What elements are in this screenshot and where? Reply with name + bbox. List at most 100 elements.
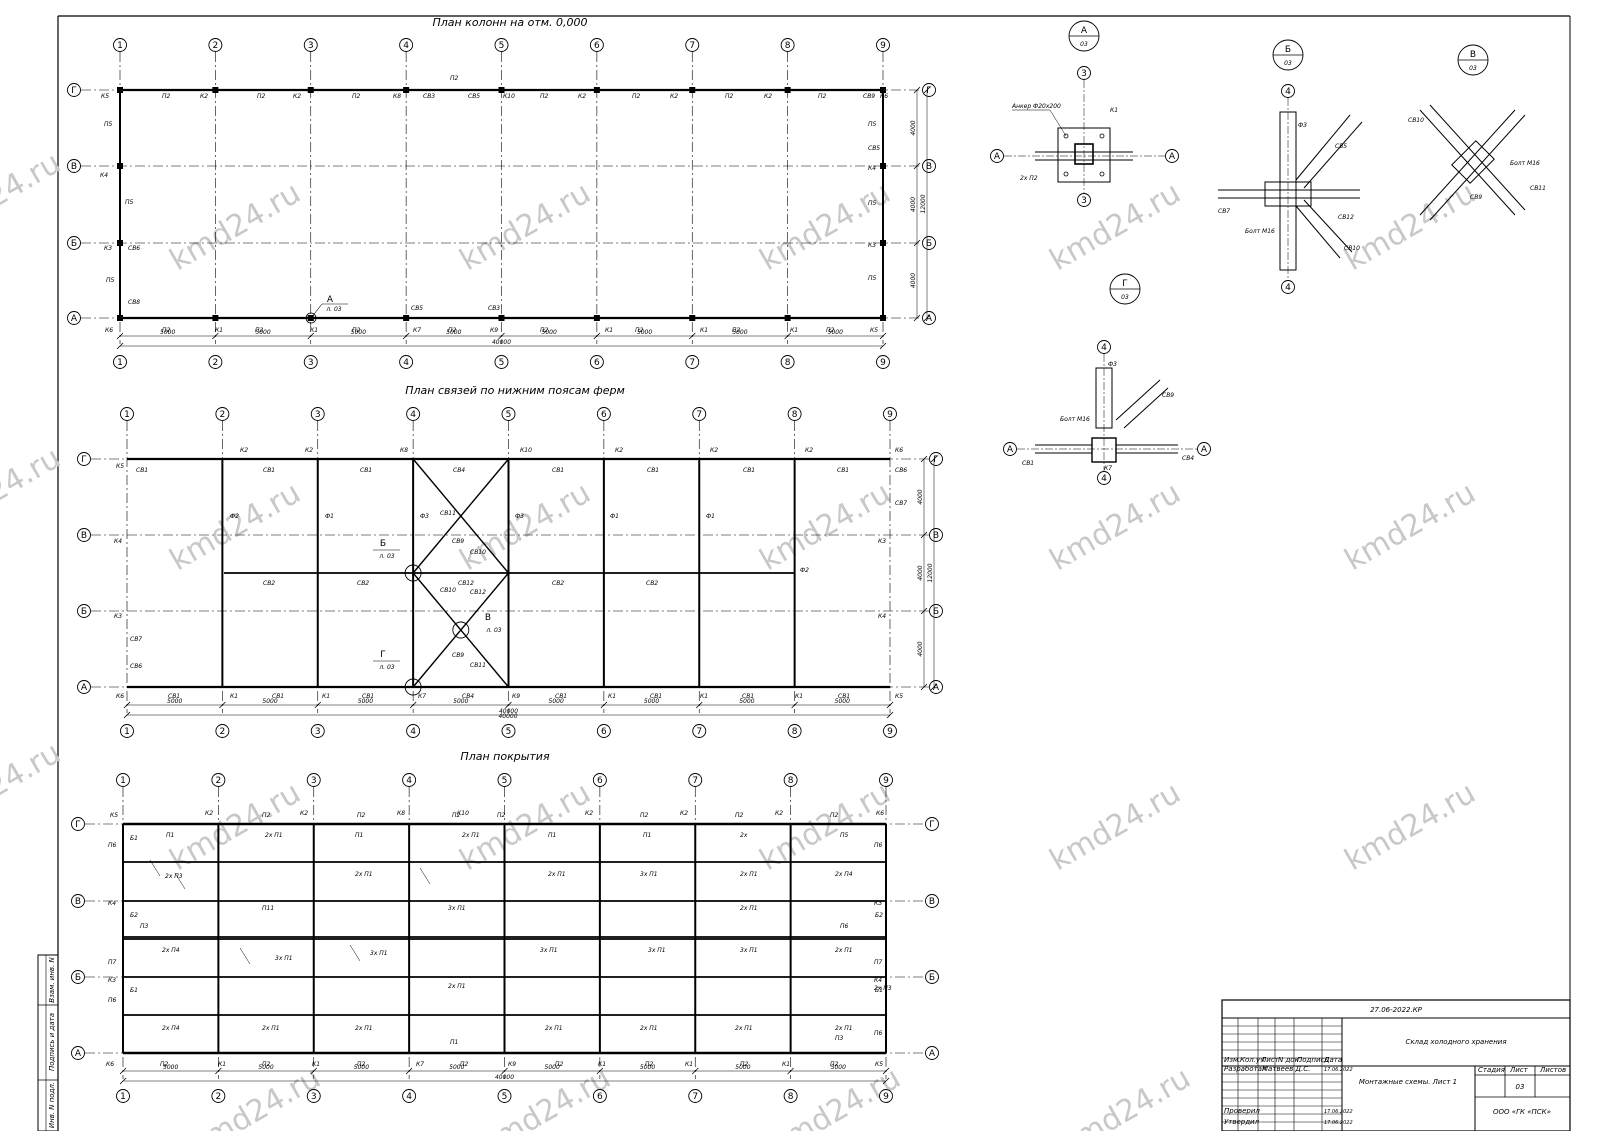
p3-top-label-8: П2 [497, 812, 506, 819]
p2-top-bubble-6-text: 6 [601, 410, 607, 420]
p2-left-bubble-Г-text: Г [81, 455, 87, 465]
p1-left-label-6: СВ8 [128, 299, 140, 306]
p2-callout-circle-0 [404, 564, 422, 582]
p3-row-g-3: 2х П1 [545, 1025, 563, 1032]
p2-f-label-3: СВ11 [440, 510, 456, 517]
p3-row-a-8: П5 [840, 832, 849, 839]
p1-col-top-0 [117, 87, 123, 93]
p3-bottom-bubble-7-text: 7 [692, 1092, 698, 1102]
p1-top-label-4: К2 [293, 93, 301, 100]
p1-dim-tick-4 [498, 332, 505, 340]
p3-top-label-12: П2 [735, 812, 744, 819]
p3-right-bubble-А-circle [925, 1046, 939, 1060]
p3-top-label-13: К2 [775, 810, 783, 817]
p1-right-label-0: П5 [868, 121, 877, 128]
watermark-12: kmd24.ru [1339, 475, 1482, 578]
p1-top-bubble-6-circle [589, 38, 604, 52]
p1-callout-circle-a [305, 312, 317, 324]
p2-top-bubble-9-text: 9 [887, 410, 893, 420]
tb-approved-date: 17.06.2022 [1324, 1120, 1353, 1126]
p1-dim-total-tick-r [879, 342, 887, 350]
p3-row-a-2: 2х П1 [265, 832, 283, 839]
p2-bottom-bubble-7-text: 7 [696, 727, 702, 737]
p2-f-label-2: Ф3 [420, 513, 429, 520]
bracing-plan-title: План связей по нижним поясам ферм [405, 384, 625, 397]
p2-bottom-bubble-5-text: 5 [506, 727, 512, 737]
p1-dim-total: 40000 [492, 339, 511, 346]
p3-row-e-6: 2х П1 [835, 947, 853, 954]
p3-row-d-2: П6 [840, 923, 849, 930]
p2-top-bubble-7-text: 7 [696, 410, 702, 420]
detail-v-head-sheet: 03 [1469, 65, 1477, 72]
p1-vdim-total: 12000 [920, 194, 927, 213]
p3-bottom-bubble-6-circle [592, 1089, 607, 1103]
detail-b-top-axis-circle [1281, 84, 1295, 98]
p3-bottom-label-17: К5 [875, 1061, 883, 1068]
p2-dim-bay-5: 5000 [549, 698, 564, 705]
p1-right-bubble-Б-text: Б [926, 239, 932, 249]
p1-bottom-label-8: П2 [448, 327, 457, 334]
p2-dim-bay-7: 5000 [739, 698, 754, 705]
p2-top-sv-7: СВ1 [837, 467, 849, 474]
p2-top-bubble-8-text: 8 [792, 410, 798, 420]
p1-bottom-label-12: К1 [605, 327, 613, 334]
detail-g-left-axis-circle [1003, 442, 1017, 456]
p1-col-top-1 [212, 87, 219, 93]
p1-bottom-bubble-7-text: 7 [689, 358, 695, 368]
p3-bottom-bubble-1-text: 1 [120, 1092, 126, 1102]
p2-callout-g-letter: Г [380, 650, 386, 660]
p1-top-label-10: П2 [540, 93, 549, 100]
p2-bottom-bubble-2-text: 2 [220, 727, 226, 737]
p3-dim-tick-8 [882, 1067, 890, 1075]
p2-top-bubble-9-circle [883, 407, 897, 421]
p1-col-bot-4 [498, 315, 505, 321]
p1-bottom-bubble-2-text: 2 [213, 358, 219, 368]
detail-g-bottom-axis-circle [1097, 471, 1111, 485]
p3-row-c-1: 3х П1 [448, 905, 466, 912]
p3-top-bubble-5-text: 5 [502, 776, 508, 786]
p2-side-label-3: СВ6 [130, 663, 142, 670]
detail-a-bolt-0 [1063, 133, 1069, 139]
watermark-3: kmd24.ru [1044, 175, 1187, 278]
watermark-8: kmd24.ru [164, 475, 307, 578]
p3-top-bubble-7-text: 7 [692, 776, 698, 786]
p2-dim-tick-8 [886, 701, 894, 709]
p2-vdim-sub-1: 4000 [917, 565, 924, 580]
p2-right-bubble-А-circle [929, 680, 943, 694]
p3-row-b-2: 2х П1 [548, 871, 566, 878]
p2-mid-label-0: СВ10 [440, 587, 456, 594]
detail-a-top-axis-circle [1077, 66, 1091, 80]
p1-top-label-16: П2 [818, 93, 827, 100]
p1-left-bubble-А-text: А [71, 314, 78, 324]
p2-right-bubble-Г-text: Г [933, 455, 939, 465]
p3-bottom-label-6: К7 [416, 1061, 424, 1068]
p3-bottom-bubble-2-circle [211, 1089, 226, 1103]
p1-col-bot-8 [880, 315, 886, 321]
p1-left-bubble-Г-text: Г [71, 86, 77, 96]
p3-right-bubble-В-text: В [929, 897, 935, 907]
p1-bottom-label-0: К6 [105, 327, 113, 334]
p1-col-bot-2 [307, 315, 314, 321]
detail-b-brace-1b [1303, 121, 1363, 189]
p3-left-bubble-Б-text: Б [75, 973, 81, 983]
p2-mid-label-6: Ф2 [800, 567, 809, 574]
p3-bottom-label-4: К1 [312, 1061, 320, 1068]
p2-dim-bay-6: 5000 [644, 698, 659, 705]
p1-left-label-2: П5 [125, 199, 134, 206]
detail-g-brace-a [1115, 379, 1161, 421]
watermark-10: kmd24.ru [754, 475, 897, 578]
p3-top-bubble-4-text: 4 [406, 776, 412, 786]
p3-bottom-label-9: К9 [508, 1061, 516, 1068]
detail-a-left-axis-circle [990, 149, 1004, 163]
detail-b-label-1: СВ5 [1335, 143, 1347, 150]
p1-bottom-bubble-8-text: 8 [785, 358, 791, 368]
detail-b-label-5: СВ10 [1344, 245, 1360, 252]
p1-vdim-tick-2 [913, 162, 921, 170]
detail-b-label-4: Болт М16 [1245, 228, 1275, 235]
p2-side-label-1: К3 [114, 613, 122, 620]
p1-top-bubble-5-circle [494, 38, 509, 52]
p1-top-label-6: К8 [393, 93, 401, 100]
p3-dim-tick-5 [596, 1067, 604, 1075]
detail-g-right-axis-circle [1197, 442, 1211, 456]
